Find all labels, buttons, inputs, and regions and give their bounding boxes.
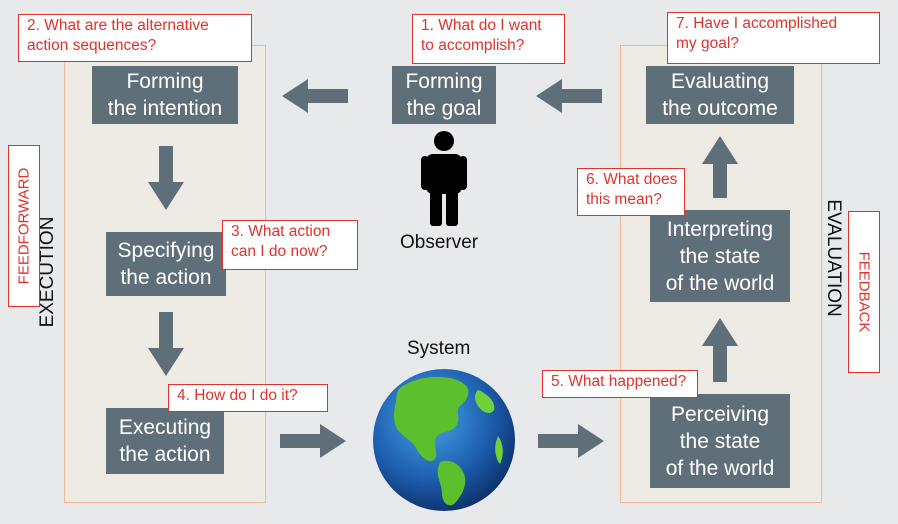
callout-q5: 5. What happened? bbox=[542, 370, 698, 398]
system-label: System bbox=[407, 338, 471, 359]
arrow-executing-to-system bbox=[280, 424, 346, 458]
globe-icon bbox=[373, 369, 515, 511]
feedforward-box: FEEDFORWARD bbox=[8, 145, 40, 307]
callout-q4: 4. How do I do it? bbox=[168, 384, 328, 412]
evaluation-label: EVALUATION bbox=[823, 199, 844, 317]
feedback-label: FEEDBACK bbox=[855, 251, 873, 333]
person-silhouette-icon bbox=[421, 131, 467, 226]
observer-label: Observer bbox=[400, 232, 479, 253]
arrow-goal-to-intention bbox=[282, 79, 348, 113]
arrow-perceiving-to-interpreting bbox=[702, 318, 738, 382]
arrow-intention-to-specifying bbox=[148, 146, 184, 210]
feedforward-label: FEEDFORWARD bbox=[15, 167, 33, 285]
feedback-box: FEEDBACK bbox=[848, 211, 880, 373]
arrow-system-to-perceiving bbox=[538, 424, 604, 458]
arrow-specifying-to-executing bbox=[148, 312, 184, 376]
execution-label: EXECUTION bbox=[37, 216, 58, 328]
arrow-interpreting-to-evaluating bbox=[702, 136, 738, 198]
arrow-evaluating-to-goal bbox=[536, 79, 602, 113]
